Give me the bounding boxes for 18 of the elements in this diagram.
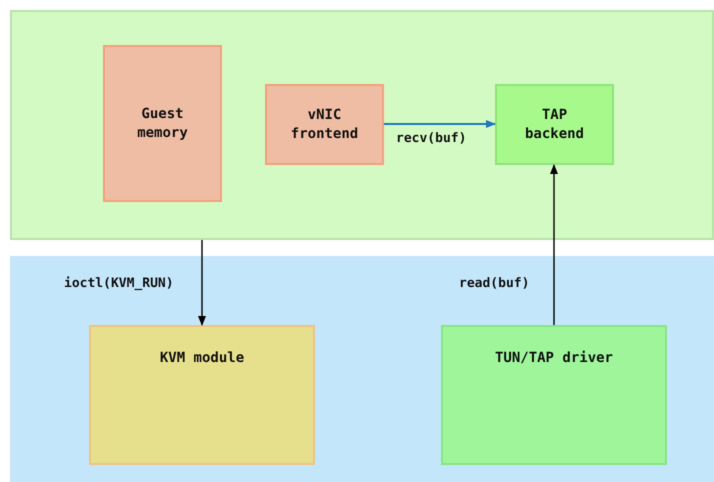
edge-label: ioctl(KVM_RUN) bbox=[64, 276, 174, 291]
module-box bbox=[89, 325, 315, 465]
edge-label: recv(buf) bbox=[396, 131, 466, 146]
node-label: KVM module bbox=[158, 349, 246, 368]
edge-label: read(buf) bbox=[459, 276, 530, 291]
memory-box bbox=[103, 45, 222, 202]
arrow bbox=[198, 240, 206, 326]
lower-band bbox=[10, 256, 714, 482]
node-label: TAP backend bbox=[524, 106, 585, 144]
node-label: Guest memory bbox=[136, 104, 189, 142]
driver-box bbox=[441, 325, 667, 465]
process-box bbox=[495, 84, 614, 165]
arrow bbox=[550, 164, 558, 325]
node-label: TUN/TAP driver bbox=[494, 349, 614, 368]
upper-band bbox=[10, 10, 714, 240]
process-box bbox=[265, 84, 384, 165]
arrow bbox=[384, 120, 496, 128]
node-label: vNIC frontend bbox=[290, 106, 360, 144]
